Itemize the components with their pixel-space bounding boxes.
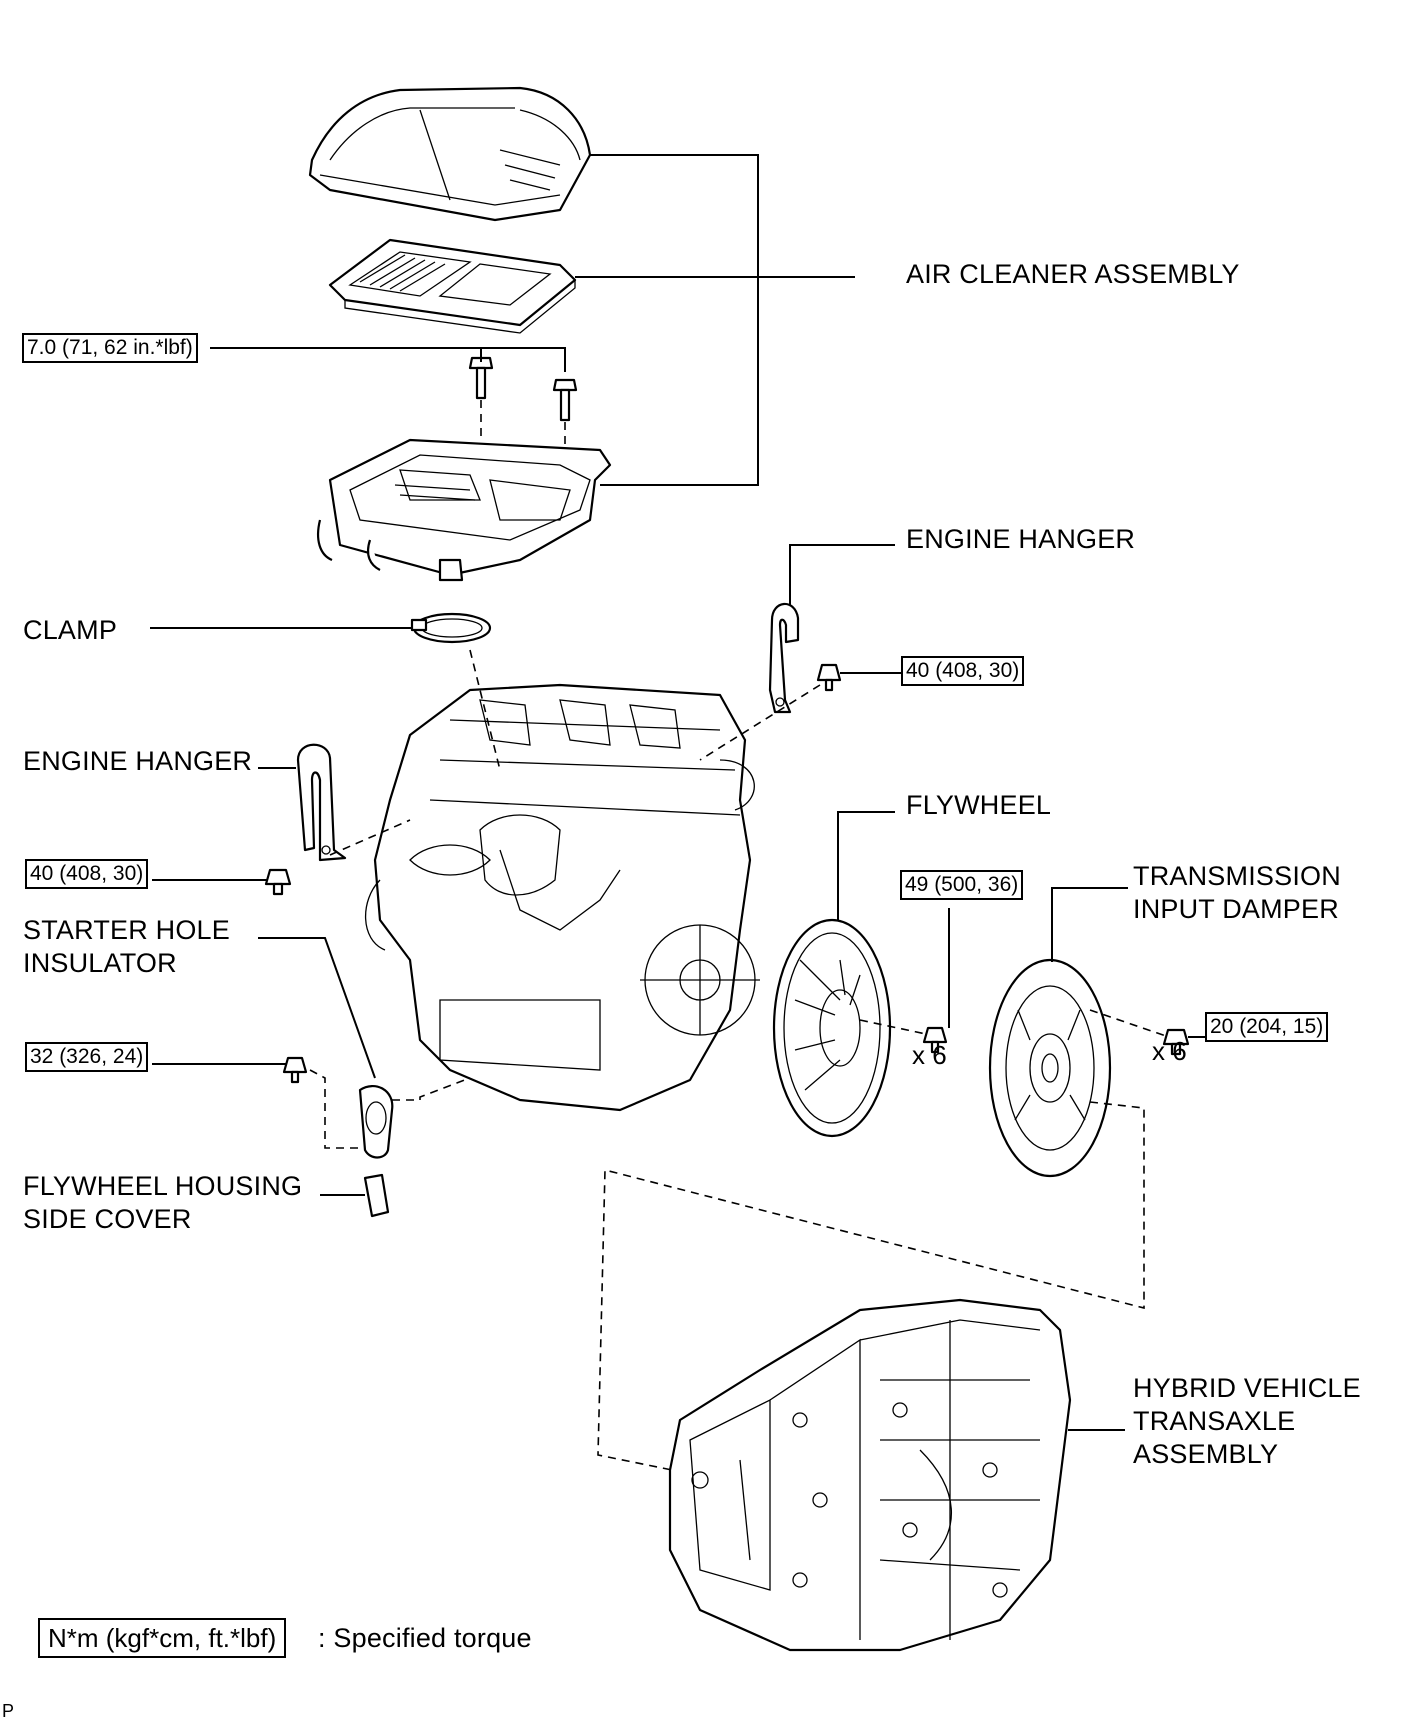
air-filter-element [328, 238, 577, 334]
torque-air-cleaner-bolts: 7.0 (71, 62 in.*lbf) [22, 333, 198, 363]
hybrid-vehicle-transaxle-assembly-label: HYBRID VEHICLE TRANSAXLE ASSEMBLY [1133, 1373, 1361, 1469]
bolt-input-damper [1162, 1028, 1190, 1056]
legend-description: : Specified torque [318, 1623, 532, 1653]
torque-input-damper-bolts: 20 (204, 15) [1205, 1012, 1329, 1042]
air-cleaner-cap [308, 86, 592, 222]
bolt-starter-insulator [282, 1056, 308, 1084]
engine-hanger-right-part [768, 602, 800, 714]
legend-torque-unit-box: N*m (kgf*cm, ft.*lbf) [38, 1618, 287, 1658]
quantity-flywheel-bolts: x 6 [912, 1040, 947, 1070]
flywheel-part [772, 918, 892, 1138]
clamp-part [410, 612, 492, 644]
flywheel-housing-side-cover-part [363, 1173, 390, 1218]
engine-block [364, 683, 760, 1112]
clamp-label: CLAMP [23, 615, 118, 645]
bolt-engine-hanger-right [816, 663, 842, 692]
engine-hanger-left-label: ENGINE HANGER [23, 746, 253, 776]
torque-engine-hanger-left: 40 (408, 30) [25, 859, 149, 889]
air-cleaner-case [316, 438, 612, 582]
bolt-flywheel [922, 1026, 948, 1054]
hybrid-transaxle-part [668, 1298, 1072, 1652]
starter-hole-insulator-part [358, 1084, 394, 1159]
transmission-input-damper-part [988, 958, 1112, 1178]
engine-hanger-right-label: ENGINE HANGER [906, 524, 1136, 554]
engine-hanger-left-part [296, 743, 347, 862]
air-cleaner-assembly-label: AIR CLEANER ASSEMBLY [906, 259, 1240, 289]
air-cleaner-bolts [468, 356, 578, 422]
starter-hole-insulator-label: STARTER HOLE INSULATOR [23, 915, 230, 978]
flywheel-housing-side-cover-label: FLYWHEEL HOUSING SIDE COVER [23, 1171, 303, 1234]
corner-mark: P [2, 1701, 15, 1721]
quantity-input-damper-bolts: x 6 [1152, 1036, 1187, 1066]
bolt-engine-hanger-left [264, 868, 292, 896]
torque-flywheel-bolts: 49 (500, 36) [900, 870, 1024, 900]
flywheel-label: FLYWHEEL [906, 790, 1052, 820]
torque-engine-hanger-right: 40 (408, 30) [901, 656, 1025, 686]
transmission-input-damper-label: TRANSMISSION INPUT DAMPER [1133, 861, 1341, 924]
torque-starter-insulator-bolt: 32 (326, 24) [25, 1042, 149, 1072]
